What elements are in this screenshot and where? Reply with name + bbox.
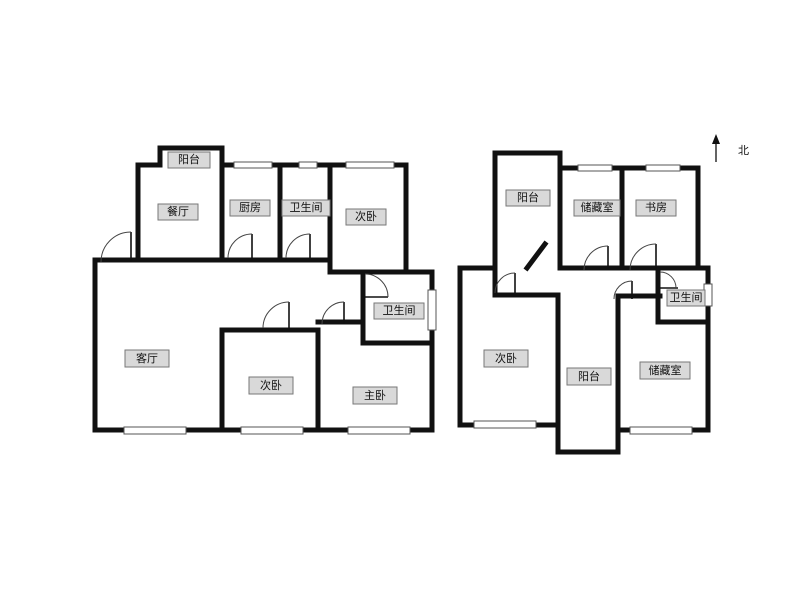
svg-text:次卧: 次卧 [260, 378, 282, 392]
svg-text:餐厅: 餐厅 [167, 204, 189, 218]
svg-text:阳台: 阳台 [517, 190, 539, 204]
room-label-storage-b: 储藏室 [639, 361, 691, 380]
wall-bath-c [655, 269, 711, 325]
north-label: 北 [738, 144, 749, 157]
svg-text:储藏室: 储藏室 [649, 363, 682, 377]
svg-text:厨房: 厨房 [239, 201, 261, 214]
svg-text:客厅: 客厅 [136, 351, 158, 365]
door-bath-a[interactable] [285, 233, 311, 259]
door-storage-a[interactable] [583, 245, 609, 271]
wall-balcony-b-inner [492, 265, 561, 455]
window-bedroom-c [473, 420, 537, 429]
wall-balcony-c-right [615, 293, 663, 455]
room-label-balcony-c: 阳台 [566, 367, 612, 386]
room-label-bath-b: 卫生间 [373, 302, 425, 320]
window-storage-a [577, 164, 613, 172]
window-master [347, 426, 411, 435]
north-compass: 北 [712, 134, 749, 162]
north-arrowhead-icon [712, 134, 720, 144]
left-unit-doors [100, 231, 389, 329]
window-bath-b [427, 289, 437, 331]
room-label-bath-c: 卫生间 [666, 289, 706, 307]
right-unit-labels: 阳台 储藏室 书房 卫生间 次卧 阳台 储藏室 [483, 189, 706, 386]
room-label-dining: 餐厅 [157, 203, 199, 221]
room-label-bedroom-a: 次卧 [345, 208, 387, 226]
svg-text:储藏室: 储藏室 [581, 200, 614, 214]
room-label-bath-a: 卫生间 [281, 199, 331, 217]
door-study[interactable] [629, 243, 657, 271]
window-kitchen [233, 161, 273, 169]
room-label-bedroom-b: 次卧 [248, 376, 294, 395]
door-storage-b[interactable] [613, 280, 633, 300]
window-study [645, 164, 681, 172]
door-bedroom-c[interactable] [494, 272, 516, 294]
door-bath-b[interactable] [364, 273, 389, 298]
door-bath-c[interactable] [659, 271, 678, 289]
right-unit-doors [494, 243, 678, 300]
room-label-balcony-a: 阳台 [167, 151, 211, 169]
window-bedroom-b [240, 426, 304, 435]
door-bedroom-b[interactable] [262, 301, 290, 329]
room-label-bedroom-c: 次卧 [483, 349, 529, 368]
room-label-kitchen: 厨房 [229, 199, 271, 217]
wall-bath-b [360, 269, 435, 346]
left-unit-windows [123, 161, 437, 435]
svg-text:书房: 书房 [645, 201, 667, 214]
door-master[interactable] [321, 301, 345, 325]
wall-bedroom-b [219, 327, 321, 433]
window-bath-a [298, 161, 318, 169]
svg-text:主卧: 主卧 [364, 389, 386, 402]
svg-text:卫生间: 卫生间 [383, 303, 416, 317]
window-bedroom-a [345, 161, 395, 169]
room-label-living: 客厅 [124, 349, 170, 368]
svg-text:次卧: 次卧 [355, 209, 377, 223]
svg-text:卫生间: 卫生间 [290, 200, 323, 214]
right-unit-windows [473, 164, 713, 435]
svg-text:阳台: 阳台 [578, 369, 600, 383]
room-label-master: 主卧 [352, 386, 398, 405]
svg-text:阳台: 阳台 [178, 152, 200, 166]
left-unit-walls [92, 145, 435, 433]
window-storage-b [629, 426, 693, 435]
window-living [123, 426, 187, 435]
door-dining[interactable] [100, 231, 132, 263]
room-label-study: 书房 [635, 199, 677, 217]
right-unit-walls [457, 150, 711, 455]
left-unit-labels: 阳台 餐厅 厨房 卫生间 次卧 卫生间 客厅 次卧 [124, 151, 425, 405]
door-kitchen[interactable] [227, 233, 253, 259]
svg-text:卫生间: 卫生间 [670, 290, 703, 304]
room-label-balcony-b: 阳台 [505, 189, 551, 207]
room-label-storage-a: 储藏室 [573, 199, 621, 217]
wall-balcony-b-diagonal [523, 240, 549, 272]
svg-text:次卧: 次卧 [495, 351, 517, 365]
